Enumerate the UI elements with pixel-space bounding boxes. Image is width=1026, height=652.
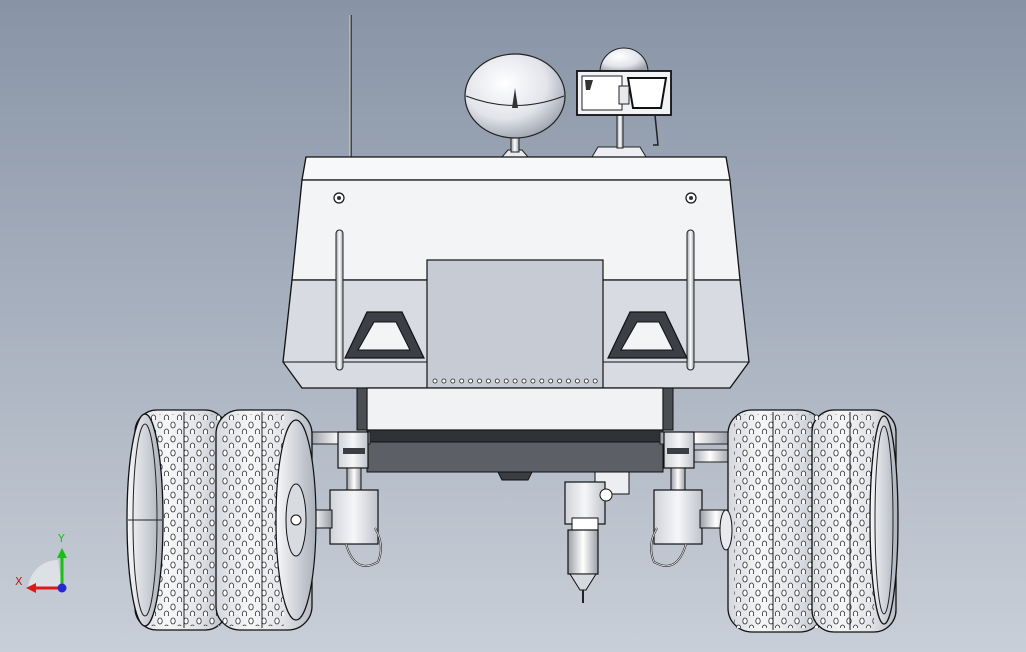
- drill-probe: [564, 471, 630, 603]
- right-outer-wheel: [811, 409, 899, 633]
- panel-rivet: [566, 378, 571, 384]
- panel-rivet: [459, 378, 465, 384]
- panel-rivet: [583, 378, 589, 384]
- x-axis-label: X: [15, 575, 23, 588]
- panel-rivet: [503, 378, 509, 384]
- panel-rivet: [477, 378, 482, 384]
- panel-rivet: [485, 378, 491, 384]
- y-axis-arrowhead: [57, 548, 67, 558]
- panel-rivet: [548, 378, 554, 384]
- left-inner-wheel: [215, 409, 317, 631]
- panel-rivet: [468, 378, 474, 384]
- panel-rivet: [432, 378, 438, 384]
- axis-triad: [26, 548, 67, 593]
- panel-rivet: [441, 378, 447, 384]
- z-axis-dot: [57, 583, 67, 593]
- left-vent: [344, 311, 425, 359]
- panel-rivet: [512, 378, 518, 384]
- left-wheel-group: [126, 409, 317, 631]
- antenna-mast: [349, 15, 352, 157]
- right-inner-wheel: [719, 409, 825, 633]
- panel-rivet: [530, 378, 536, 384]
- right-vent: [607, 311, 688, 359]
- panel-rivet: [521, 378, 527, 384]
- panel-rivet: [494, 378, 500, 384]
- panel-rivet: [557, 378, 562, 384]
- y-axis-label: Y: [58, 532, 65, 545]
- undercarriage: [309, 387, 731, 481]
- panel-rivet: [592, 378, 598, 384]
- camera-head: [576, 47, 672, 158]
- x-axis-arrowhead: [26, 583, 36, 593]
- rover-body: [282, 156, 750, 389]
- satellite-dish: [464, 53, 566, 158]
- right-suspension: [650, 431, 733, 567]
- panel-rivets: [432, 378, 598, 384]
- panel-rivet: [450, 378, 456, 384]
- right-wheel-group: [719, 409, 899, 633]
- panel-rivet: [539, 378, 545, 384]
- left-outer-wheel: [126, 409, 228, 631]
- panel-rivet: [575, 378, 580, 384]
